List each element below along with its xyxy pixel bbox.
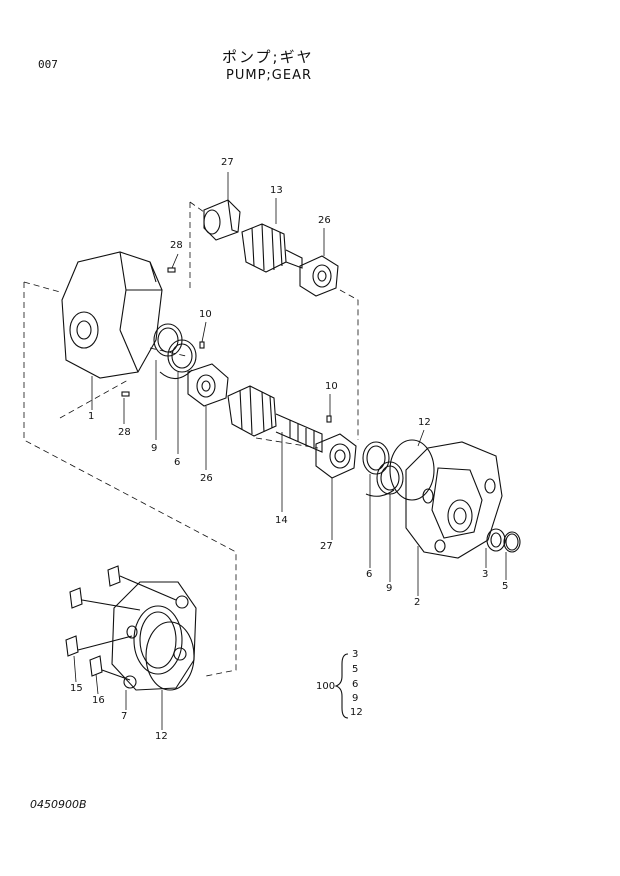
pin-part-28-bottom — [121, 391, 130, 397]
callout-10-right: 10 — [325, 381, 338, 392]
callout-3: 3 — [482, 569, 489, 580]
kit-number: 100 — [316, 681, 336, 692]
callout-6-left: 6 — [174, 457, 181, 468]
drawing-code: 0450900B — [30, 798, 87, 811]
callout-14: 14 — [275, 515, 288, 526]
kit-item: 9 — [352, 693, 359, 704]
oil-seal-part-3 — [486, 528, 506, 552]
cover-plate-part-2 — [405, 441, 503, 559]
callout-27-mid: 27 — [320, 541, 333, 552]
pin-part-10-left — [199, 341, 205, 349]
seal-rings-left — [153, 323, 197, 380]
callout-5: 5 — [502, 581, 509, 592]
o-ring-part-12-bottom — [145, 621, 195, 691]
snap-ring-part-5 — [503, 531, 521, 553]
callout-16: 16 — [92, 695, 105, 706]
bushing-part-26-top — [299, 255, 339, 297]
callout-7: 7 — [121, 711, 128, 722]
pump-body-part-1 — [61, 251, 163, 379]
callout-28-top: 28 — [170, 240, 183, 251]
callout-12-right: 12 — [418, 417, 431, 428]
rear-cover-part-7 — [111, 581, 197, 691]
callout-12-bottom: 12 — [155, 731, 168, 742]
page-number: 007 — [38, 58, 58, 71]
o-ring-part-12-right — [389, 439, 435, 501]
kit-item: 6 — [352, 679, 359, 690]
pin-part-28-top — [167, 267, 176, 273]
seal-rings-right — [362, 441, 404, 497]
callout-10-left: 10 — [199, 309, 212, 320]
callout-13: 13 — [270, 185, 283, 196]
gear-shaft-part-14 — [227, 385, 323, 453]
kit-brace — [334, 653, 349, 719]
callout-9-right: 9 — [386, 583, 393, 594]
kit-item: 12 — [350, 707, 363, 718]
callout-6-right: 6 — [366, 569, 373, 580]
bushing-part-27-top — [203, 199, 241, 241]
gear-part-13 — [241, 223, 303, 273]
callout-26-mid: 26 — [200, 473, 213, 484]
callout-26-top: 26 — [318, 215, 331, 226]
callout-28-bottom: 28 — [118, 427, 131, 438]
bushing-part-26-mid — [187, 363, 229, 407]
callout-2: 2 — [414, 597, 421, 608]
callout-9-left: 9 — [151, 443, 158, 454]
kit-item: 5 — [352, 664, 359, 675]
bolts-part-15-16 — [65, 565, 177, 681]
bushing-part-27-mid — [315, 433, 357, 479]
kit-item: 3 — [352, 649, 359, 660]
callout-27-top: 27 — [221, 157, 234, 168]
callout-15: 15 — [70, 683, 83, 694]
title-english: PUMP;GEAR — [226, 68, 313, 83]
callout-1: 1 — [88, 411, 95, 422]
pin-part-10-right — [326, 415, 332, 423]
title-japanese: ポンプ;ギヤ — [222, 48, 314, 66]
